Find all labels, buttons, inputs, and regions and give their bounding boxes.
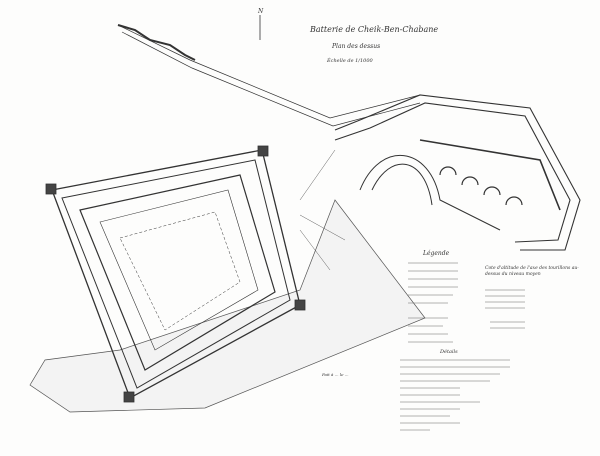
outwork-trace (117, 24, 196, 61)
legend-lines (400, 262, 525, 431)
fort-rampart (61, 159, 291, 389)
bastion-corner-nw (45, 183, 57, 195)
glacis-area (29, 199, 426, 413)
signature-note: Fait à ... le ... (322, 372, 349, 377)
bastion-corner-ne (257, 145, 269, 157)
details-heading: Détails (440, 349, 458, 355)
plan-subtitle: Plan des dessus (332, 43, 381, 50)
bastion-corner-se (294, 299, 306, 311)
gun-emplacements (439, 166, 523, 206)
fort-courtyard (99, 189, 259, 351)
firing-lines (299, 149, 346, 271)
battery-parapet (419, 139, 561, 211)
altitude-heading: Cote d'altitude de l'axe des tourillons … (485, 266, 579, 277)
fort-inner-block (119, 211, 241, 331)
legend-heading: Légende (423, 250, 450, 257)
battery-curve (359, 154, 501, 231)
battery-outer-wall (334, 94, 581, 251)
plan-title: Batterie de Cheik-Ben-Chabane (310, 25, 439, 34)
north-mark: N (258, 8, 264, 15)
bastion-corner-sw (123, 391, 135, 403)
fort-inner-rampart (79, 174, 276, 371)
scale-label: Échelle de 1/1000 (327, 58, 373, 64)
access-road (117, 24, 421, 127)
